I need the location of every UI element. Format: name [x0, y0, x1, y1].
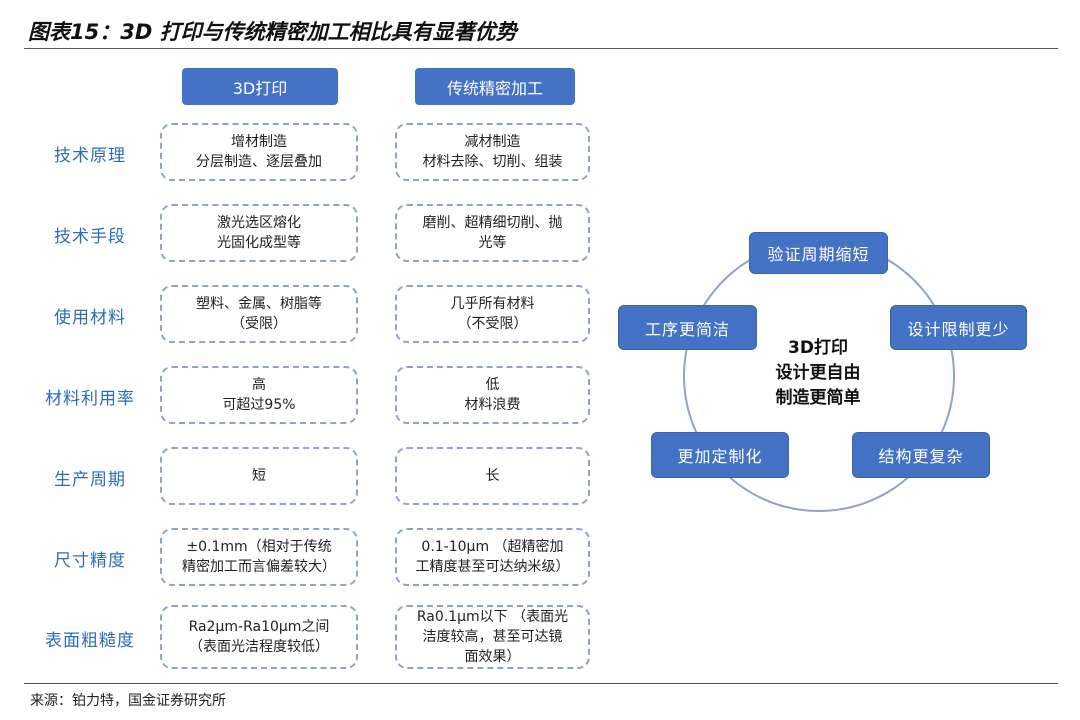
cell-3d-printing: 激光选区熔化 光固化成型等 — [160, 204, 358, 262]
cycle-node-structure: 结构更复杂 — [852, 432, 990, 478]
cell-traditional: 长 — [395, 447, 590, 505]
footer-divider — [24, 683, 1058, 684]
title-divider — [24, 48, 1058, 49]
center-line: 设计更自由 — [775, 363, 861, 383]
center-line: 3D打印 — [788, 338, 848, 358]
cell-traditional: 减材制造 材料去除、切削、组装 — [395, 123, 590, 181]
cell-3d-printing: 增材制造 分层制造、逐层叠加 — [160, 123, 358, 181]
cell-traditional: 几乎所有材料 （不受限） — [395, 285, 590, 343]
figure-title: 图表15：3D 打印与传统精密加工相比具有显著优势 — [28, 20, 517, 44]
cell-3d-printing: Ra2μm-Ra10μm之间 （表面光洁程度较低） — [160, 605, 358, 669]
column-header-3d-printing: 3D打印 — [182, 68, 338, 105]
cell-traditional: 0.1-10μm （超精密加 工精度甚至可达纳米级） — [395, 528, 590, 586]
cell-traditional: 磨削、超精细切削、抛 光等 — [395, 204, 590, 262]
row-label: 生产周期 — [54, 470, 126, 490]
cell-3d-printing: 短 — [160, 447, 358, 505]
cell-traditional: 低 材料浪费 — [395, 366, 590, 424]
cycle-node-design: 设计限制更少 — [890, 305, 1027, 350]
cell-traditional: Ra0.1μm以下 （表面光 洁度较高，甚至可达镜 面效果） — [395, 605, 590, 669]
center-line: 制造更简单 — [775, 388, 861, 408]
cycle-node-validation: 验证周期缩短 — [749, 232, 888, 274]
cell-3d-printing: ±0.1mm（相对于传统 精密加工而言偏差较大） — [160, 528, 358, 586]
source-note: 来源：铂力特，国金证券研究所 — [30, 693, 226, 709]
cell-3d-printing: 高 可超过95% — [160, 366, 358, 424]
cycle-center-text: 3D打印 设计更自由 制造更简单 — [748, 336, 888, 411]
row-label: 表面粗糙度 — [45, 631, 135, 651]
row-label: 尺寸精度 — [54, 551, 126, 571]
row-label: 技术手段 — [54, 227, 126, 247]
row-label: 材料利用率 — [45, 389, 135, 409]
cell-3d-printing: 塑料、金属、树脂等 （受限） — [160, 285, 358, 343]
row-label: 使用材料 — [54, 308, 126, 328]
cycle-node-process: 工序更简洁 — [618, 305, 757, 350]
row-label: 技术原理 — [54, 146, 126, 166]
column-header-traditional: 传统精密加工 — [415, 68, 575, 105]
cycle-node-custom: 更加定制化 — [651, 432, 789, 478]
